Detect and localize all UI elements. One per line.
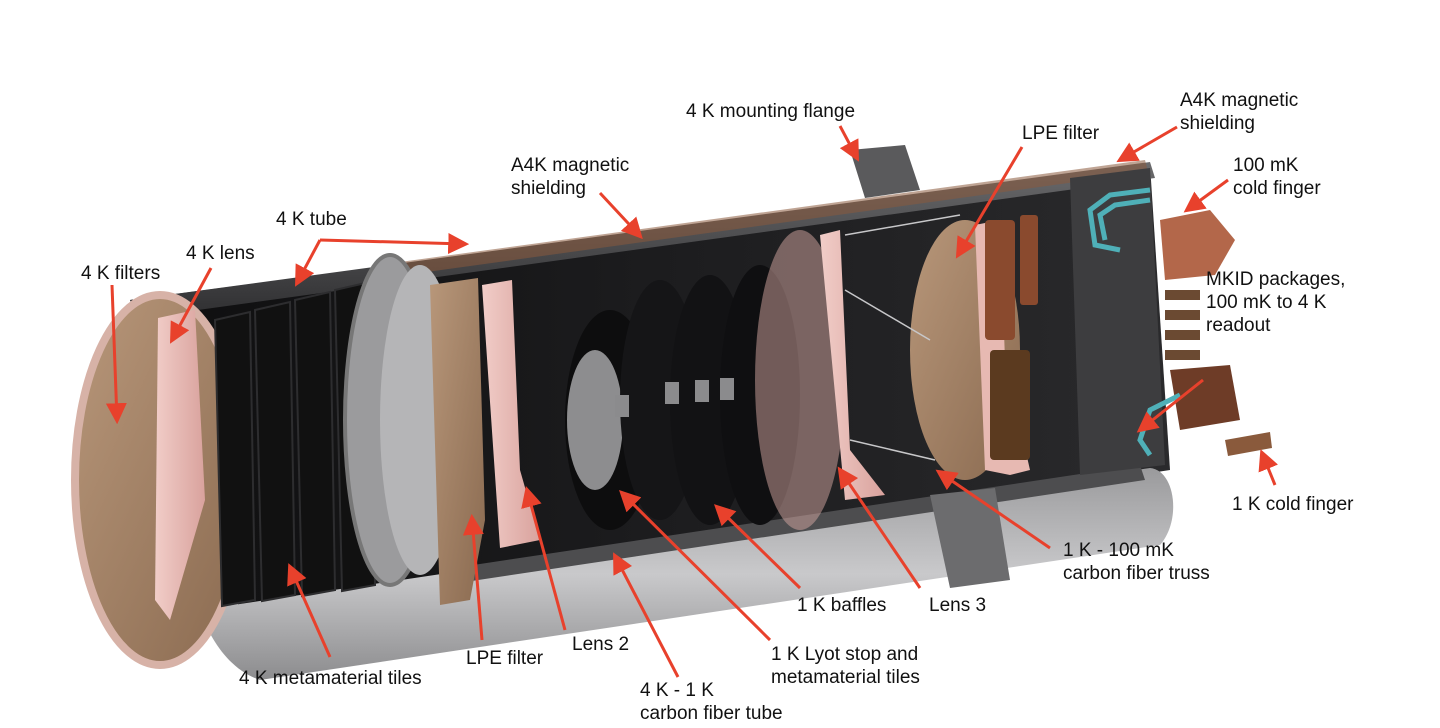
cryostat-bottom-shell [200,468,1174,680]
label-truss: 1 K - 100 mK carbon fiber truss [1063,540,1210,584]
label-lens-2: Lens 2 [572,634,630,655]
label-lens-3: Lens 3 [929,595,987,616]
label-baffles-1k: 1 K baffles [797,595,887,616]
arrow-lyot [619,490,772,642]
arrow-tube-4k-b [295,239,322,287]
back-plate [1070,168,1165,475]
cold-finger-1k-shape [1225,432,1272,456]
arrow-metamaterial [287,563,332,658]
arrow-lpe-bottom [462,513,484,641]
annotation-arrows [105,125,1279,678]
arrow-lens-2 [521,485,567,631]
arrow-mkid [1136,378,1204,433]
arrow-lpe-top [955,146,1024,259]
label-cold-finger-100mk: 100 mK cold finger [1233,155,1321,199]
arrow-mount-flange [838,125,859,162]
label-metamaterial-tiles: 4 K metamaterial tiles [239,668,422,689]
label-lens-4k: 4 K lens [186,243,255,264]
cold-finger-100mk-shape [1160,210,1235,280]
arrow-a4k-mid [598,191,643,240]
arrow-cold-finger-1k [1258,449,1279,486]
arrow-filters-4k [105,284,127,425]
lens-4k-shape [155,310,205,620]
label-cf-tube: 4 K - 1 K carbon fiber tube [640,680,783,724]
label-cold-finger-1k: 1 K cold finger [1232,494,1354,515]
arrow-truss [935,469,1051,550]
arrow-lens-4k [169,267,213,344]
arrow-cf-tube [613,552,680,678]
label-filters-4k: 4 K filters [81,263,161,284]
label-mount-flange: 4 K mounting flange [686,101,856,122]
mounting-flange [850,145,920,198]
arrow-lens-3 [837,466,922,589]
label-a4k-shield-right: A4K magnetic shielding [1180,90,1299,134]
lens-2-shape [482,280,540,548]
arrow-tube-4k-a [319,233,470,255]
label-a4k-shield-mid: A4K magnetic shielding [511,155,630,199]
lens-3-shape [820,230,885,500]
arrow-a4k-right [1116,125,1178,163]
mkid-packages-shape [985,215,1038,460]
label-mkid-packages: MKID packages, 100 mK to 4 K readout [1206,269,1346,336]
label-lyot-stop: 1 K Lyot stop and metamaterial tiles [771,644,920,688]
truss-lines [844,214,961,461]
label-lpe-filter-bottom: LPE filter [466,648,544,669]
label-tube-4k: 4 K tube [276,209,347,230]
label-lpe-filter-top: LPE filter [1022,123,1100,144]
arrow-baffles-1k [713,504,802,590]
arrow-cold-finger-100mk [1183,178,1229,213]
